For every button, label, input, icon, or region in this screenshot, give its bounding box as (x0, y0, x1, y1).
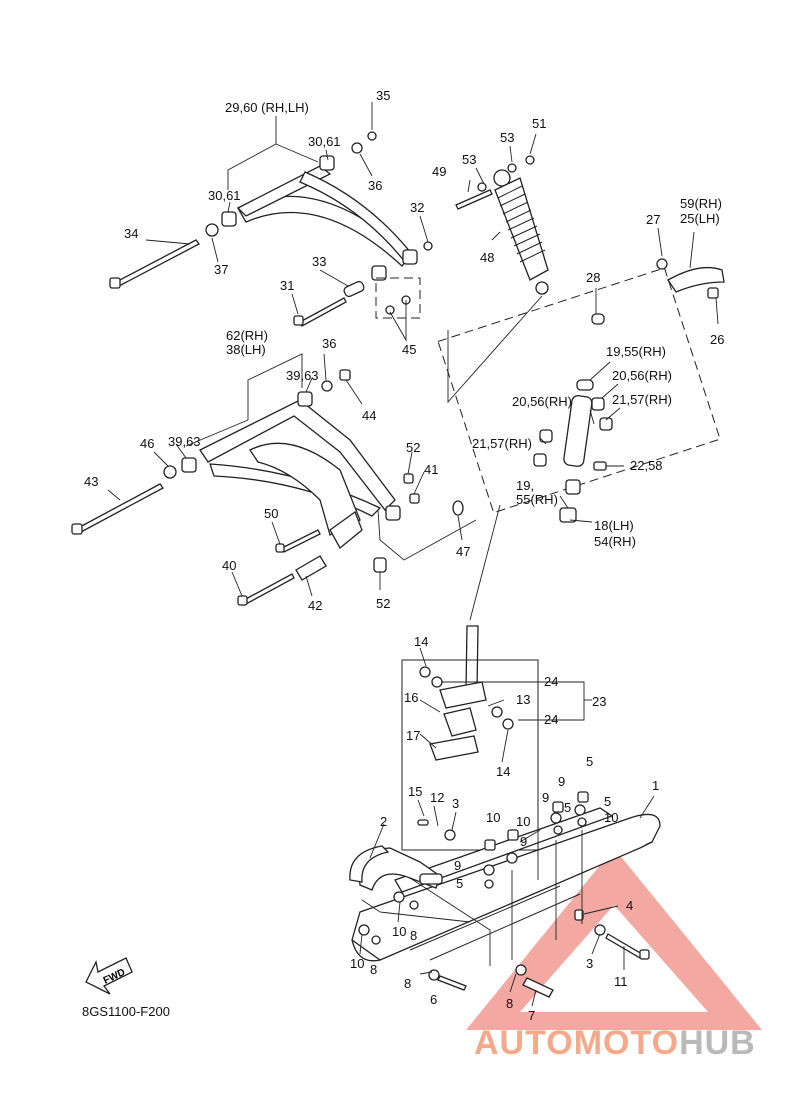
callout-label: 8 (410, 928, 417, 943)
callout-label: 20,56(RH) (512, 394, 572, 409)
callout-label: 2 (380, 814, 387, 829)
callout-label: 52 (376, 596, 390, 611)
callout-label: 49 (432, 164, 446, 179)
callout-label: 28 (586, 270, 600, 285)
callout-label: 26 (710, 332, 724, 347)
callout-label: 32 (410, 200, 424, 215)
callout-label: 22,58 (630, 458, 663, 473)
callout-label: 9 (542, 790, 549, 805)
callout-label: 14 (496, 764, 510, 779)
callout-label: 48 (480, 250, 494, 265)
callout-label: 36 (368, 178, 382, 193)
callout-label: 35 (376, 88, 390, 103)
callout-label: 21,57(RH) (612, 392, 672, 407)
leader-lines (107, 102, 719, 1007)
callout-label: 9 (454, 858, 461, 873)
callout-label: 54(RH) (594, 534, 636, 549)
callout-label: 6 (430, 992, 437, 1007)
callout-label: 21,57(RH) (472, 436, 532, 451)
callout-label: 5 (604, 794, 611, 809)
callout-label: 38(LH) (226, 342, 266, 357)
callout-label: 31 (280, 278, 294, 293)
callout-label: 20,56(RH) (612, 368, 672, 383)
svg-text:AUTOMOTOHUB: AUTOMOTOHUB (474, 1024, 756, 1062)
callout-label: 62(RH) (226, 328, 268, 343)
callout-label: 40 (222, 558, 236, 573)
callout-label: 43 (84, 474, 98, 489)
callout-label: 1 (652, 778, 659, 793)
diagram-code: 8GS1100-F200 (82, 1004, 170, 1019)
callout-label: 24 (544, 674, 558, 689)
callout-label: 12 (430, 790, 444, 805)
steering-column (437, 258, 725, 691)
callout-label: 27 (646, 212, 660, 227)
callout-label: 39,63 (168, 434, 201, 449)
callout-label: 3 (586, 956, 593, 971)
callout-label: 39,63 (286, 368, 319, 383)
callout-label: 46 (140, 436, 154, 451)
callout-label: 19,55(RH) (606, 344, 666, 359)
callout-label: 15 (408, 784, 422, 799)
callout-label: 7 (528, 1008, 535, 1023)
callout-label: 55(RH) (516, 492, 558, 507)
callout-label: 5 (456, 876, 463, 891)
callout-label: 47 (456, 544, 470, 559)
ski (349, 791, 661, 998)
callout-label: 8 (506, 996, 513, 1011)
callout-label: 25(LH) (680, 211, 720, 226)
callout-label: 8 (370, 962, 377, 977)
callout-label: 5 (564, 800, 571, 815)
callout-label: 23 (592, 694, 606, 709)
callout-labels: 29,60 (RH,LH)3530,613630,613234373331454… (84, 88, 724, 1023)
watermark: AUTOMOTOHUB (474, 1024, 756, 1062)
fwd-arrow-icon: FWD (85, 957, 133, 995)
callout-label: 53 (462, 152, 476, 167)
callout-label: 34 (124, 226, 138, 241)
callout-label: 10 (486, 810, 500, 825)
callout-label: 30,61 (208, 188, 241, 203)
callout-label: 51 (532, 116, 546, 131)
callout-label: 50 (264, 506, 278, 521)
callout-label: 30,61 (308, 134, 341, 149)
callout-label: 10 (516, 814, 530, 829)
callout-label: 3 (452, 796, 459, 811)
callout-label: 17 (406, 728, 420, 743)
callout-label: 24 (544, 712, 558, 727)
callout-label: 44 (362, 408, 376, 423)
ski-bracket-assembly (401, 659, 539, 851)
callout-label: 19, (516, 478, 534, 493)
callout-label: 52 (406, 440, 420, 455)
callout-label: 11 (614, 974, 628, 989)
callout-label: 36 (322, 336, 336, 351)
callout-label: 9 (558, 774, 565, 789)
callout-label: 16 (404, 690, 418, 705)
callout-label: 29,60 (RH,LH) (225, 100, 309, 115)
callout-label: 41 (424, 462, 438, 477)
callout-label: 10 (350, 956, 364, 971)
callout-label: 10 (604, 810, 618, 825)
callout-label: 45 (402, 342, 416, 357)
callout-label: 59(RH) (680, 196, 722, 211)
watermark-part-main: AUTOMOTO (474, 1024, 679, 1062)
callout-label: 8 (404, 976, 411, 991)
callout-label: 5 (586, 754, 593, 769)
callout-label: 4 (626, 898, 633, 913)
callout-label: 42 (308, 598, 322, 613)
shock-absorber (455, 155, 549, 295)
callout-label: 18(LH) (594, 518, 634, 533)
callout-label: 37 (214, 262, 228, 277)
callout-label: 53 (500, 130, 514, 145)
upper-arm-assembly (109, 131, 433, 327)
lower-arm-assembly (71, 369, 464, 606)
callout-label: 14 (414, 634, 428, 649)
callout-label: 9 (520, 834, 527, 849)
watermark-part-hub: HUB (679, 1024, 756, 1062)
callout-label: 33 (312, 254, 326, 269)
callout-label: 10 (392, 924, 406, 939)
callout-label: 13 (516, 692, 530, 707)
